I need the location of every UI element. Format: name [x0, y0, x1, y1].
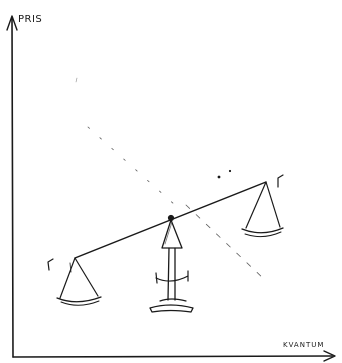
x-axis: [13, 351, 335, 361]
x-axis-label: KVANTUM: [283, 341, 324, 349]
left-pan: [48, 258, 101, 305]
y-axis-label: PRIS: [18, 14, 42, 25]
stray-marks: [76, 78, 231, 178]
right-pan: [242, 175, 283, 237]
dashed-line-right: [186, 205, 265, 280]
y-axis: [7, 16, 17, 357]
dashed-line-left: [88, 127, 175, 205]
right-hook-icon: [278, 175, 283, 187]
left-hook-icon: [48, 259, 53, 270]
center-stand: [150, 220, 193, 312]
